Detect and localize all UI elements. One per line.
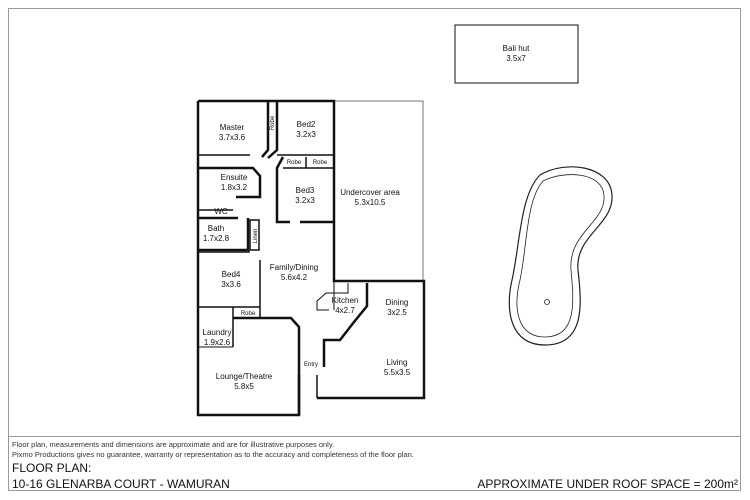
footer-divider bbox=[8, 436, 741, 437]
bath-label: Bath bbox=[208, 224, 224, 233]
robe-b-label: Robe bbox=[313, 160, 328, 166]
robe-bed4-label: Robe bbox=[241, 311, 256, 317]
address: 10-16 GLENARBA COURT - WAMURAN bbox=[12, 477, 230, 491]
bed3-size: 3.2x3 bbox=[295, 196, 315, 205]
undercover-label: Undercover area bbox=[340, 188, 400, 197]
under-roof-area: APPROXIMATE UNDER ROOF SPACE = 200m² bbox=[477, 477, 738, 491]
family-label: Family/Dining bbox=[270, 263, 318, 272]
pool bbox=[508, 166, 613, 346]
floor-plan-title: FLOOR PLAN: bbox=[12, 461, 92, 475]
kitchen-label: Kitchen bbox=[332, 296, 359, 305]
ensuite-label: Ensuite bbox=[221, 173, 248, 182]
bed4-size: 3x3.6 bbox=[221, 280, 241, 289]
master-label: Master bbox=[220, 123, 245, 132]
bed2-size: 3.2x3 bbox=[296, 130, 316, 139]
laundry-label: Laundry bbox=[203, 328, 232, 337]
lounge-label: Lounge/Theatre bbox=[216, 372, 273, 381]
robe-a-label: Robe bbox=[287, 160, 302, 166]
wc-label: WC bbox=[214, 207, 228, 216]
undercover-size: 5.3x10.5 bbox=[355, 198, 386, 207]
house-walls bbox=[196, 99, 426, 417]
disclaimer-line-2: Pixmo Productions gives no guarantee, wa… bbox=[12, 450, 414, 459]
ensuite-size: 1.8x3.2 bbox=[221, 183, 248, 192]
living-label: Living bbox=[387, 358, 408, 367]
dining-size: 3x2.5 bbox=[387, 308, 407, 317]
bath-size: 1.7x2.8 bbox=[203, 234, 230, 243]
kitchen-size: 4x2.7 bbox=[335, 306, 355, 315]
robe-master-label: Robe bbox=[270, 115, 276, 130]
bed4-label: Bed4 bbox=[222, 270, 241, 279]
bali-hut-name: Bali hut bbox=[503, 44, 530, 53]
bed3-label: Bed3 bbox=[296, 186, 315, 195]
bed2-label: Bed2 bbox=[297, 120, 316, 129]
living-size: 5.5x3.5 bbox=[384, 368, 411, 377]
family-size: 5.6x4.2 bbox=[281, 273, 308, 282]
lounge-size: 5.8x5 bbox=[234, 382, 254, 391]
master-size: 3.7x3.6 bbox=[219, 133, 246, 142]
bali-hut-size: 3.5x7 bbox=[506, 54, 526, 63]
laundry-size: 1.9x2.6 bbox=[204, 338, 231, 347]
disclaimer-line-1: Floor plan, measurements and dimensions … bbox=[12, 440, 335, 449]
page-frame bbox=[8, 8, 741, 491]
dining-label: Dining bbox=[386, 298, 409, 307]
bali-hut-outline bbox=[454, 24, 579, 84]
entry-label: Entry bbox=[304, 362, 318, 368]
linen-label: Linen bbox=[253, 229, 259, 244]
